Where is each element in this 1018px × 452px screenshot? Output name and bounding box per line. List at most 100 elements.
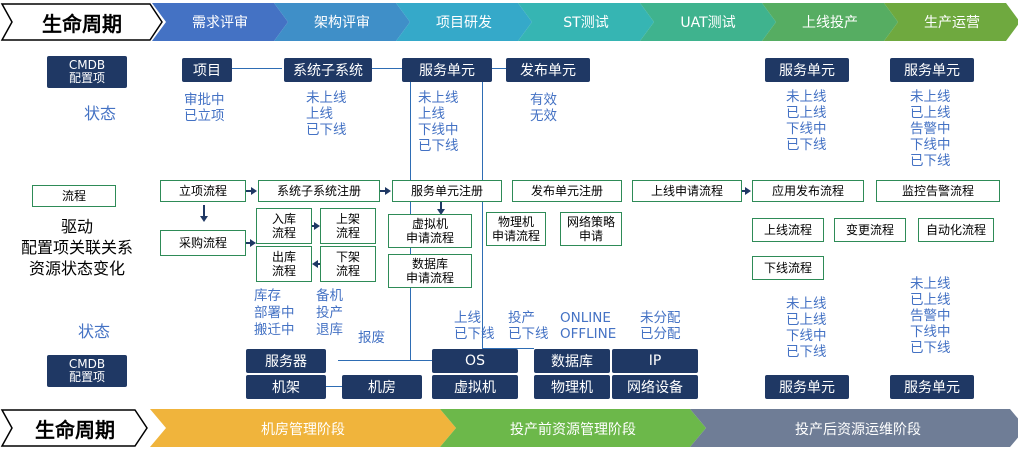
- states-release-unit: 有效无效: [530, 92, 557, 124]
- cmdb-release-unit: 发布单元: [506, 58, 590, 82]
- arrow-head: [250, 239, 256, 247]
- phase-chevron: [150, 409, 456, 447]
- stage-label: UAT测试: [680, 15, 736, 31]
- arrow-head: [437, 209, 445, 215]
- bottom-lifecycle-label: 生命周期: [35, 418, 115, 442]
- cmdb-subsystem: 系统子系统: [284, 58, 372, 82]
- bottom-lifecycle-bar: [0, 409, 1018, 447]
- flow-online: 上线流程: [752, 218, 824, 242]
- flow-procurement: 采购流程: [160, 230, 246, 256]
- process-label: 流程: [32, 185, 116, 207]
- cmdb-ip: IP: [612, 349, 698, 373]
- stage-label: 需求评审: [192, 15, 248, 31]
- arrow: [742, 190, 746, 192]
- state-label-top: 状态: [84, 104, 117, 123]
- flow-subsystem-reg: 系统子系统注册: [258, 180, 380, 202]
- states-ops: 未上线已上线告警中下线中已下线: [910, 89, 951, 169]
- cmdb-service-unit-ops: 服务单元: [890, 58, 974, 82]
- top-lifecycle-bar: [0, 3, 1018, 41]
- flow-vm-apply: 虚拟机 申请流程: [388, 214, 472, 248]
- connector-line: [232, 68, 282, 69]
- stage-chevron: [152, 3, 288, 41]
- flow-release-unit-reg: 发布单元注册: [512, 180, 622, 202]
- arrow: [316, 263, 320, 265]
- flow-app-release: 应用发布流程: [752, 180, 864, 202]
- states-online-bottom: 未上线已上线下线中已下线: [786, 296, 827, 360]
- arrow: [203, 205, 205, 217]
- phase-label: 机房管理阶段: [261, 422, 345, 438]
- states-ops-bottom: 未上线已上线告警中下线中已下线: [910, 276, 951, 356]
- arrow-head: [251, 187, 257, 195]
- arrow-head: [385, 187, 391, 195]
- cmdb-vm: 虚拟机: [432, 375, 518, 399]
- connector-line: [325, 386, 343, 387]
- connector-line: [482, 80, 483, 348]
- connector-line: [338, 360, 432, 361]
- flow-netpolicy-apply: 网络策略 申请: [560, 212, 622, 246]
- phase-label: 投产后资源运维阶段: [795, 422, 921, 438]
- phase-chevron: [440, 409, 706, 447]
- connector-line: [372, 68, 402, 69]
- arrow-head: [745, 187, 751, 195]
- connector-line: [482, 348, 534, 349]
- arrow: [246, 242, 252, 244]
- arrow: [380, 190, 386, 192]
- cmdb-service-unit-ops-bottom: 服务单元: [890, 375, 974, 399]
- stage-label: ST测试: [563, 15, 609, 31]
- flow-unracking: 下架 流程: [320, 246, 376, 282]
- cmdb-service-unit: 服务单元: [402, 58, 492, 82]
- states-subsystem: 未上线上线已下线: [306, 90, 347, 138]
- flow-online-apply: 上线申请流程: [632, 180, 742, 202]
- lifecycle-label-shape: [0, 3, 163, 41]
- stage-chevron: [762, 3, 898, 41]
- stage-label: 上线投产: [802, 15, 858, 31]
- states-online: 未上线已上线下线中已下线: [786, 89, 827, 153]
- states-prod: 投产已下线: [508, 310, 549, 342]
- cmdb-room: 机房: [342, 375, 422, 399]
- connector-line: [492, 68, 506, 69]
- states-service-unit: 未上线上线下线中已下线: [418, 90, 459, 154]
- arrow: [246, 190, 252, 192]
- arrow: [440, 202, 442, 210]
- cmdb-pm: 物理机: [534, 375, 610, 399]
- arrow-head: [200, 216, 208, 222]
- states-project: 审批中已立项: [184, 92, 225, 124]
- cmdb-os: OS: [432, 349, 518, 373]
- flow-outbound: 出库 流程: [256, 246, 312, 282]
- flow-monitor-alert: 监控告警流程: [876, 180, 1000, 202]
- cmdb-service-unit-online: 服务单元: [765, 58, 849, 82]
- lifecycle-label-shape-bottom: [0, 409, 148, 447]
- flow-project-approval: 立项流程: [160, 180, 246, 202]
- stage-label: 架构评审: [314, 15, 370, 31]
- flow-pm-apply: 物理机 申请流程: [486, 212, 546, 246]
- state-label-bottom: 状态: [78, 322, 111, 341]
- stage-label: 生产运营: [924, 15, 980, 31]
- state-scrap: 报废: [358, 330, 385, 346]
- cmdb-rack: 机架: [246, 375, 326, 399]
- phase-chevron: [690, 409, 1018, 447]
- drive-label: 驱动配置项关联关系资源状态变化: [20, 217, 133, 278]
- flow-change: 变更流程: [834, 218, 906, 242]
- cmdb-database: 数据库: [534, 349, 610, 373]
- states-backup: 备机投产退库: [316, 288, 343, 338]
- flow-offline: 下线流程: [752, 256, 824, 280]
- cmdb-service-unit-online-bottom: 服务单元: [765, 375, 849, 399]
- cmdb-server: 服务器: [246, 349, 326, 373]
- flow-automation: 自动化流程: [918, 218, 994, 242]
- stage-chevron: [274, 3, 410, 41]
- flow-racking: 上架 流程: [320, 208, 376, 244]
- stage-label: 项目研发: [436, 15, 492, 31]
- flow-service-unit-reg: 服务单元注册: [392, 180, 502, 202]
- states-alloc: 未分配已分配: [640, 310, 681, 342]
- states-inventory: 库存部署中搬迁中: [254, 288, 295, 338]
- states-os: 上线已下线: [454, 310, 495, 342]
- phase-label: 投产前资源管理阶段: [510, 422, 636, 438]
- top-lifecycle-label: 生命周期: [42, 12, 122, 36]
- stage-chevron: [396, 3, 532, 41]
- arrow-head: [314, 222, 320, 230]
- cmdb-project: 项目: [182, 58, 232, 82]
- stage-chevron: [518, 3, 654, 41]
